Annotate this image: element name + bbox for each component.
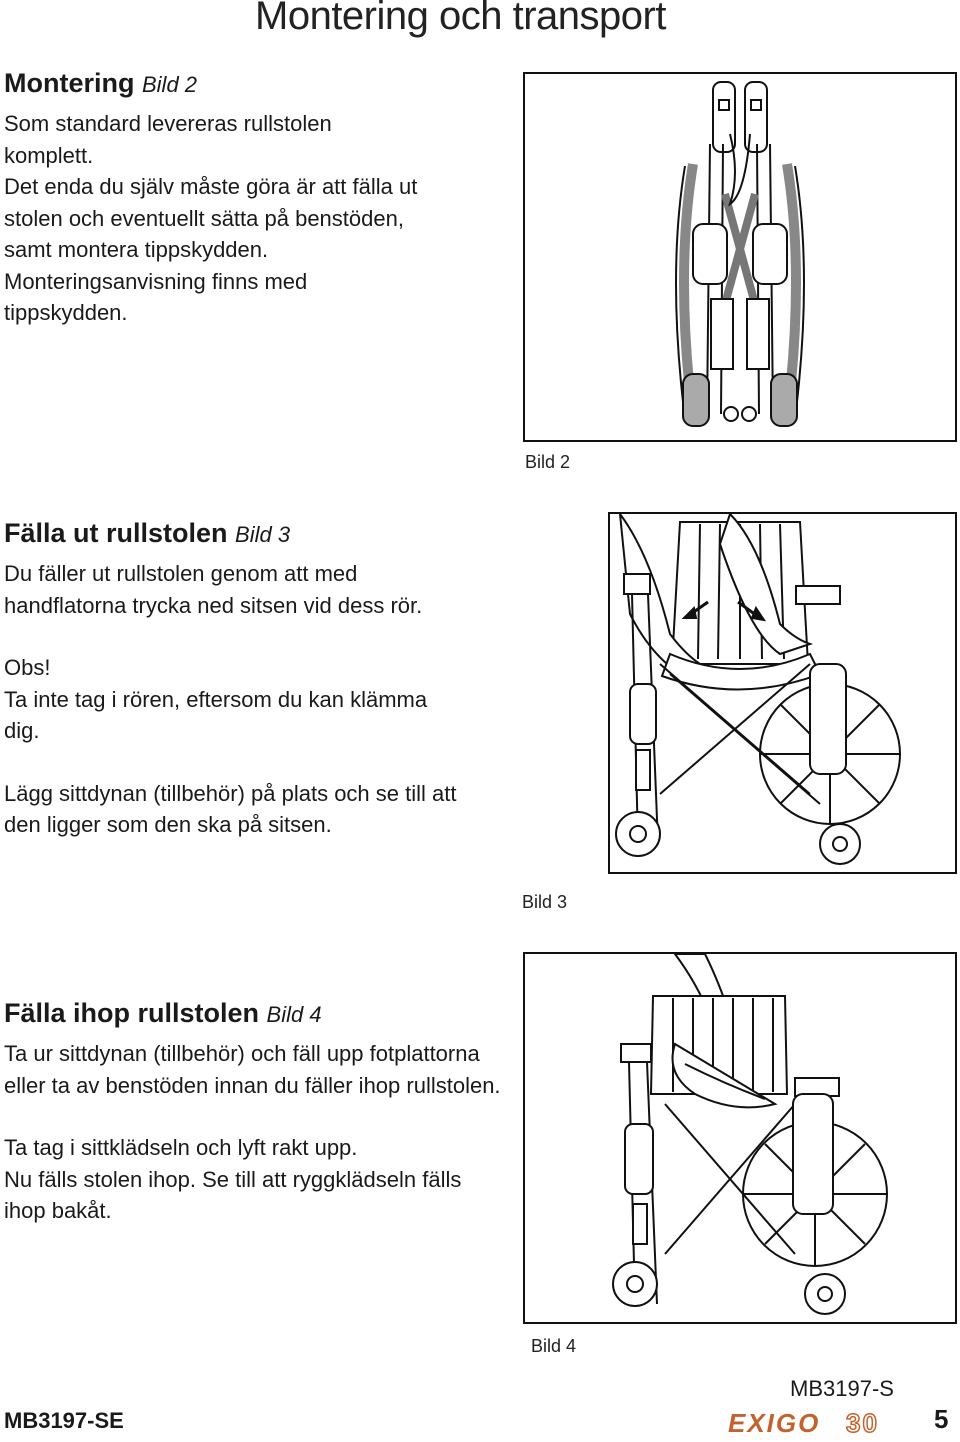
figure-bild-3: Bild 3 (522, 512, 957, 912)
paragraph: Som standard levereras rullstolen komple… (4, 111, 332, 168)
unfolding-wheelchair-illustration (615, 514, 901, 865)
figure-ref: Bild 3 (235, 522, 291, 547)
section-falla-ihop: Fälla ihop rullstolen Bild 4 Ta ur sittd… (4, 996, 514, 1227)
paragraph: Ta tag i sittklädseln och lyft rakt upp. (4, 1135, 358, 1160)
section-falla-ut: Fälla ut rullstolen Bild 3 Du fäller ut … (4, 516, 514, 841)
svg-text:30: 30 (846, 1410, 879, 1436)
paragraph: Det enda du själv måste göra är att fäll… (4, 174, 418, 262)
folding-wheelchair-illustration (612, 954, 888, 1315)
page-title: Montering och transport (255, 0, 666, 38)
paragraph: Ta ur sittdynan (tillbehör) och fäll upp… (4, 1041, 501, 1098)
figure-caption: Bild 4 (531, 1336, 577, 1356)
figure-ref: Bild 4 (266, 1002, 322, 1027)
paragraph: Ta inte tag i rören, eftersom du kan klä… (4, 686, 428, 744)
paragraph: Monteringsanvisning finns med tippskydde… (4, 268, 308, 326)
folded-wheelchair-illustration (675, 81, 805, 427)
section-heading: Fälla ihop rullstolen Bild 4 (4, 998, 322, 1028)
page-number: 5 (934, 1404, 949, 1434)
brand-logo: EXIGO 30 (728, 1407, 908, 1439)
section-heading: Montering Bild 2 (4, 68, 198, 98)
paragraph: Nu fälls stolen ihop. Se till att ryggkl… (4, 1166, 462, 1224)
document-code: MB3197-S (790, 1376, 894, 1401)
exigo-30-logo: EXIGO 30 (728, 1407, 879, 1439)
document-code: MB3197-SE (4, 1408, 124, 1433)
svg-text:EXIGO: EXIGO (728, 1410, 820, 1436)
section-heading: Fälla ut rullstolen Bild 3 (4, 518, 291, 548)
paragraph: Obs! (4, 655, 51, 680)
figure-bild-4: Bild 4 (523, 952, 957, 1356)
figure-caption: Bild 3 (522, 892, 568, 912)
paragraph: Du fäller ut rullstolen genom att med ha… (4, 561, 423, 618)
paragraph: Lägg sittdynan (tillbehör) på plats och … (4, 780, 457, 838)
section-montering: Montering Bild 2 Som standard levereras … (4, 66, 514, 329)
figure-bild-2: Bild 2 (523, 72, 957, 472)
figure-ref: Bild 2 (142, 72, 198, 97)
figure-caption: Bild 2 (525, 452, 571, 472)
